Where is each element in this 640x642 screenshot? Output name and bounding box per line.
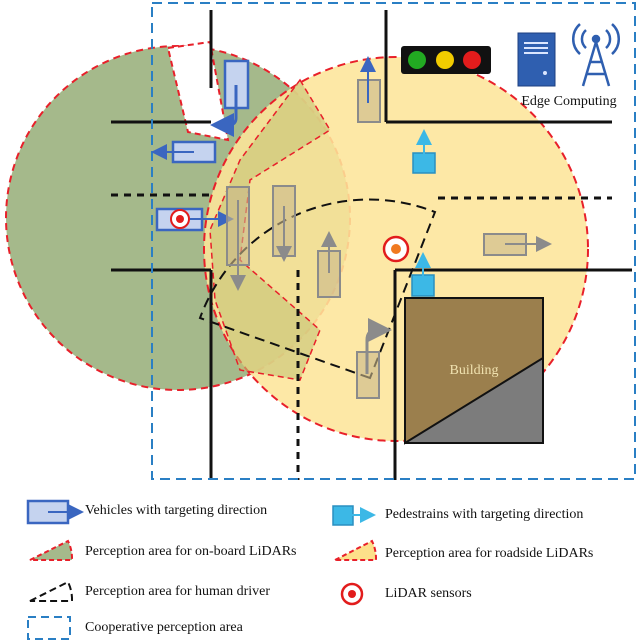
edge-computing-label: Edge Computing [521,94,616,109]
vehicle-top-left [210,59,250,137]
roads [111,10,632,480]
legend-lidar-icon [340,582,364,606]
antenna-icon [571,23,621,87]
roadside-lidar-sensor [382,235,410,263]
legend-roadside-icon [334,539,378,561]
legend-cooperative-icon [27,616,71,640]
lane-dividers [111,193,612,480]
vehicle-left [151,140,217,164]
legend-human-label: Perception area for human driver [85,584,271,599]
legend-cooperative-label: Cooperative perception area [85,620,243,635]
traffic-light-red [463,51,481,69]
vehicle-gray-right [483,233,552,256]
pedestrian-1 [412,129,436,174]
ego-vehicle [155,207,234,232]
legend-lidar-label: LiDAR sensors [385,586,472,601]
legend-human-icon [29,580,74,602]
traffic-light-yellow [436,51,454,69]
vehicle-gray-bottom [356,318,392,399]
vehicle-gray-1 [226,186,250,291]
server-icon [517,32,556,87]
legend-onboard-icon [29,539,74,561]
legend-roadside-label: Perception area for roadside LiDARs [385,546,594,561]
building-label: Building [449,363,498,378]
legend-onboard-label: Perception area for on-board LiDARs [85,544,297,559]
vehicle-gray-2 [272,185,296,262]
cooperative-area [151,2,636,480]
vehicle-gray-top [357,56,381,123]
vehicle-gray-3 [317,231,341,298]
legend-vehicle-icon [26,499,84,525]
traffic-light-green [408,51,426,69]
legend-pedestrian-icon [332,505,376,526]
traffic-light [401,46,491,74]
overlap-region [209,78,332,381]
pedestrian-2 [411,252,435,297]
legend-pedestrians-label: Pedestrains with targeting direction [385,507,584,522]
legend-vehicles-label: Vehicles with targeting direction [85,503,268,518]
